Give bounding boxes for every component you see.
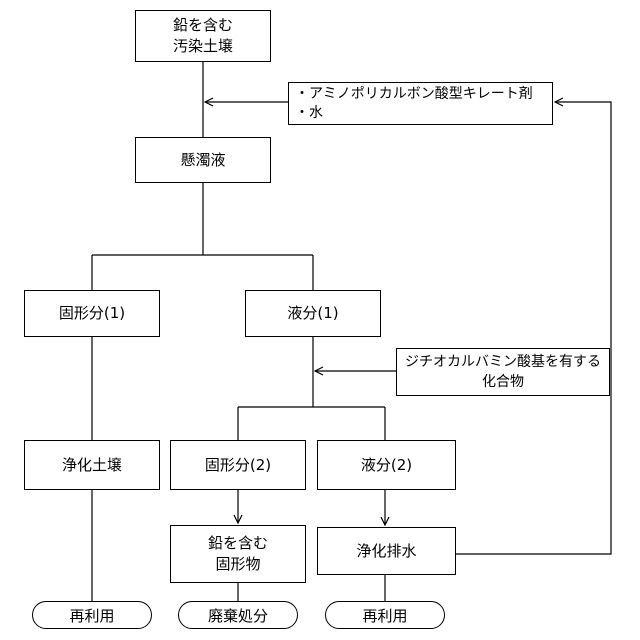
liquid2-label: 液分(2)	[361, 455, 412, 476]
suspension-label: 懸濁液	[180, 150, 225, 171]
disposal-label: 廃棄処分	[208, 605, 268, 626]
box-solid-2: 固形分(2)	[170, 440, 306, 490]
purified-water-label: 浄化排水	[356, 541, 416, 562]
terminal-disposal: 廃棄処分	[178, 601, 298, 629]
box-lead-solid: 鉛を含む 固形物	[170, 525, 306, 583]
terminal-reuse-water: 再利用	[325, 601, 445, 629]
reuse-soil-label: 再利用	[69, 605, 114, 626]
solid2-label: 固形分(2)	[205, 455, 271, 476]
box-suspension: 懸濁液	[135, 137, 271, 183]
liquid1-label: 液分(1)	[287, 303, 338, 324]
lead-solid-line1: 鉛を含む	[208, 533, 268, 554]
box-purified-water: 浄化排水	[317, 527, 456, 575]
box-reagent: ・アミノポリカルボン酸型キレート剤 ・水	[288, 82, 553, 125]
box-liquid-1: 液分(1)	[245, 290, 381, 337]
box-contaminated-soil: 鉛を含む 汚染土壌	[135, 10, 271, 62]
reuse-water-label: 再利用	[362, 605, 407, 626]
solid1-label: 固形分(1)	[59, 303, 125, 324]
soil-line1: 鉛を含む	[173, 15, 233, 36]
purified-soil-label: 浄化土壌	[62, 455, 122, 476]
dithio-line2: 化合物	[482, 372, 524, 392]
box-purified-soil: 浄化土壌	[24, 440, 160, 490]
reagent-line2: ・水	[295, 104, 323, 123]
soil-line2: 汚染土壌	[173, 36, 233, 57]
reagent-line1: ・アミノポリカルボン酸型キレート剤	[295, 85, 533, 104]
dithio-line1: ジチオカルバミン酸基を有する	[405, 352, 601, 372]
box-solid-1: 固形分(1)	[24, 290, 160, 337]
terminal-reuse-soil: 再利用	[32, 601, 152, 629]
box-dithiocarbamate: ジチオカルバミン酸基を有する 化合物	[396, 348, 610, 396]
lead-solid-line2: 固形物	[215, 554, 260, 575]
box-liquid-2: 液分(2)	[317, 440, 456, 490]
recycle-loop-line	[456, 102, 611, 554]
